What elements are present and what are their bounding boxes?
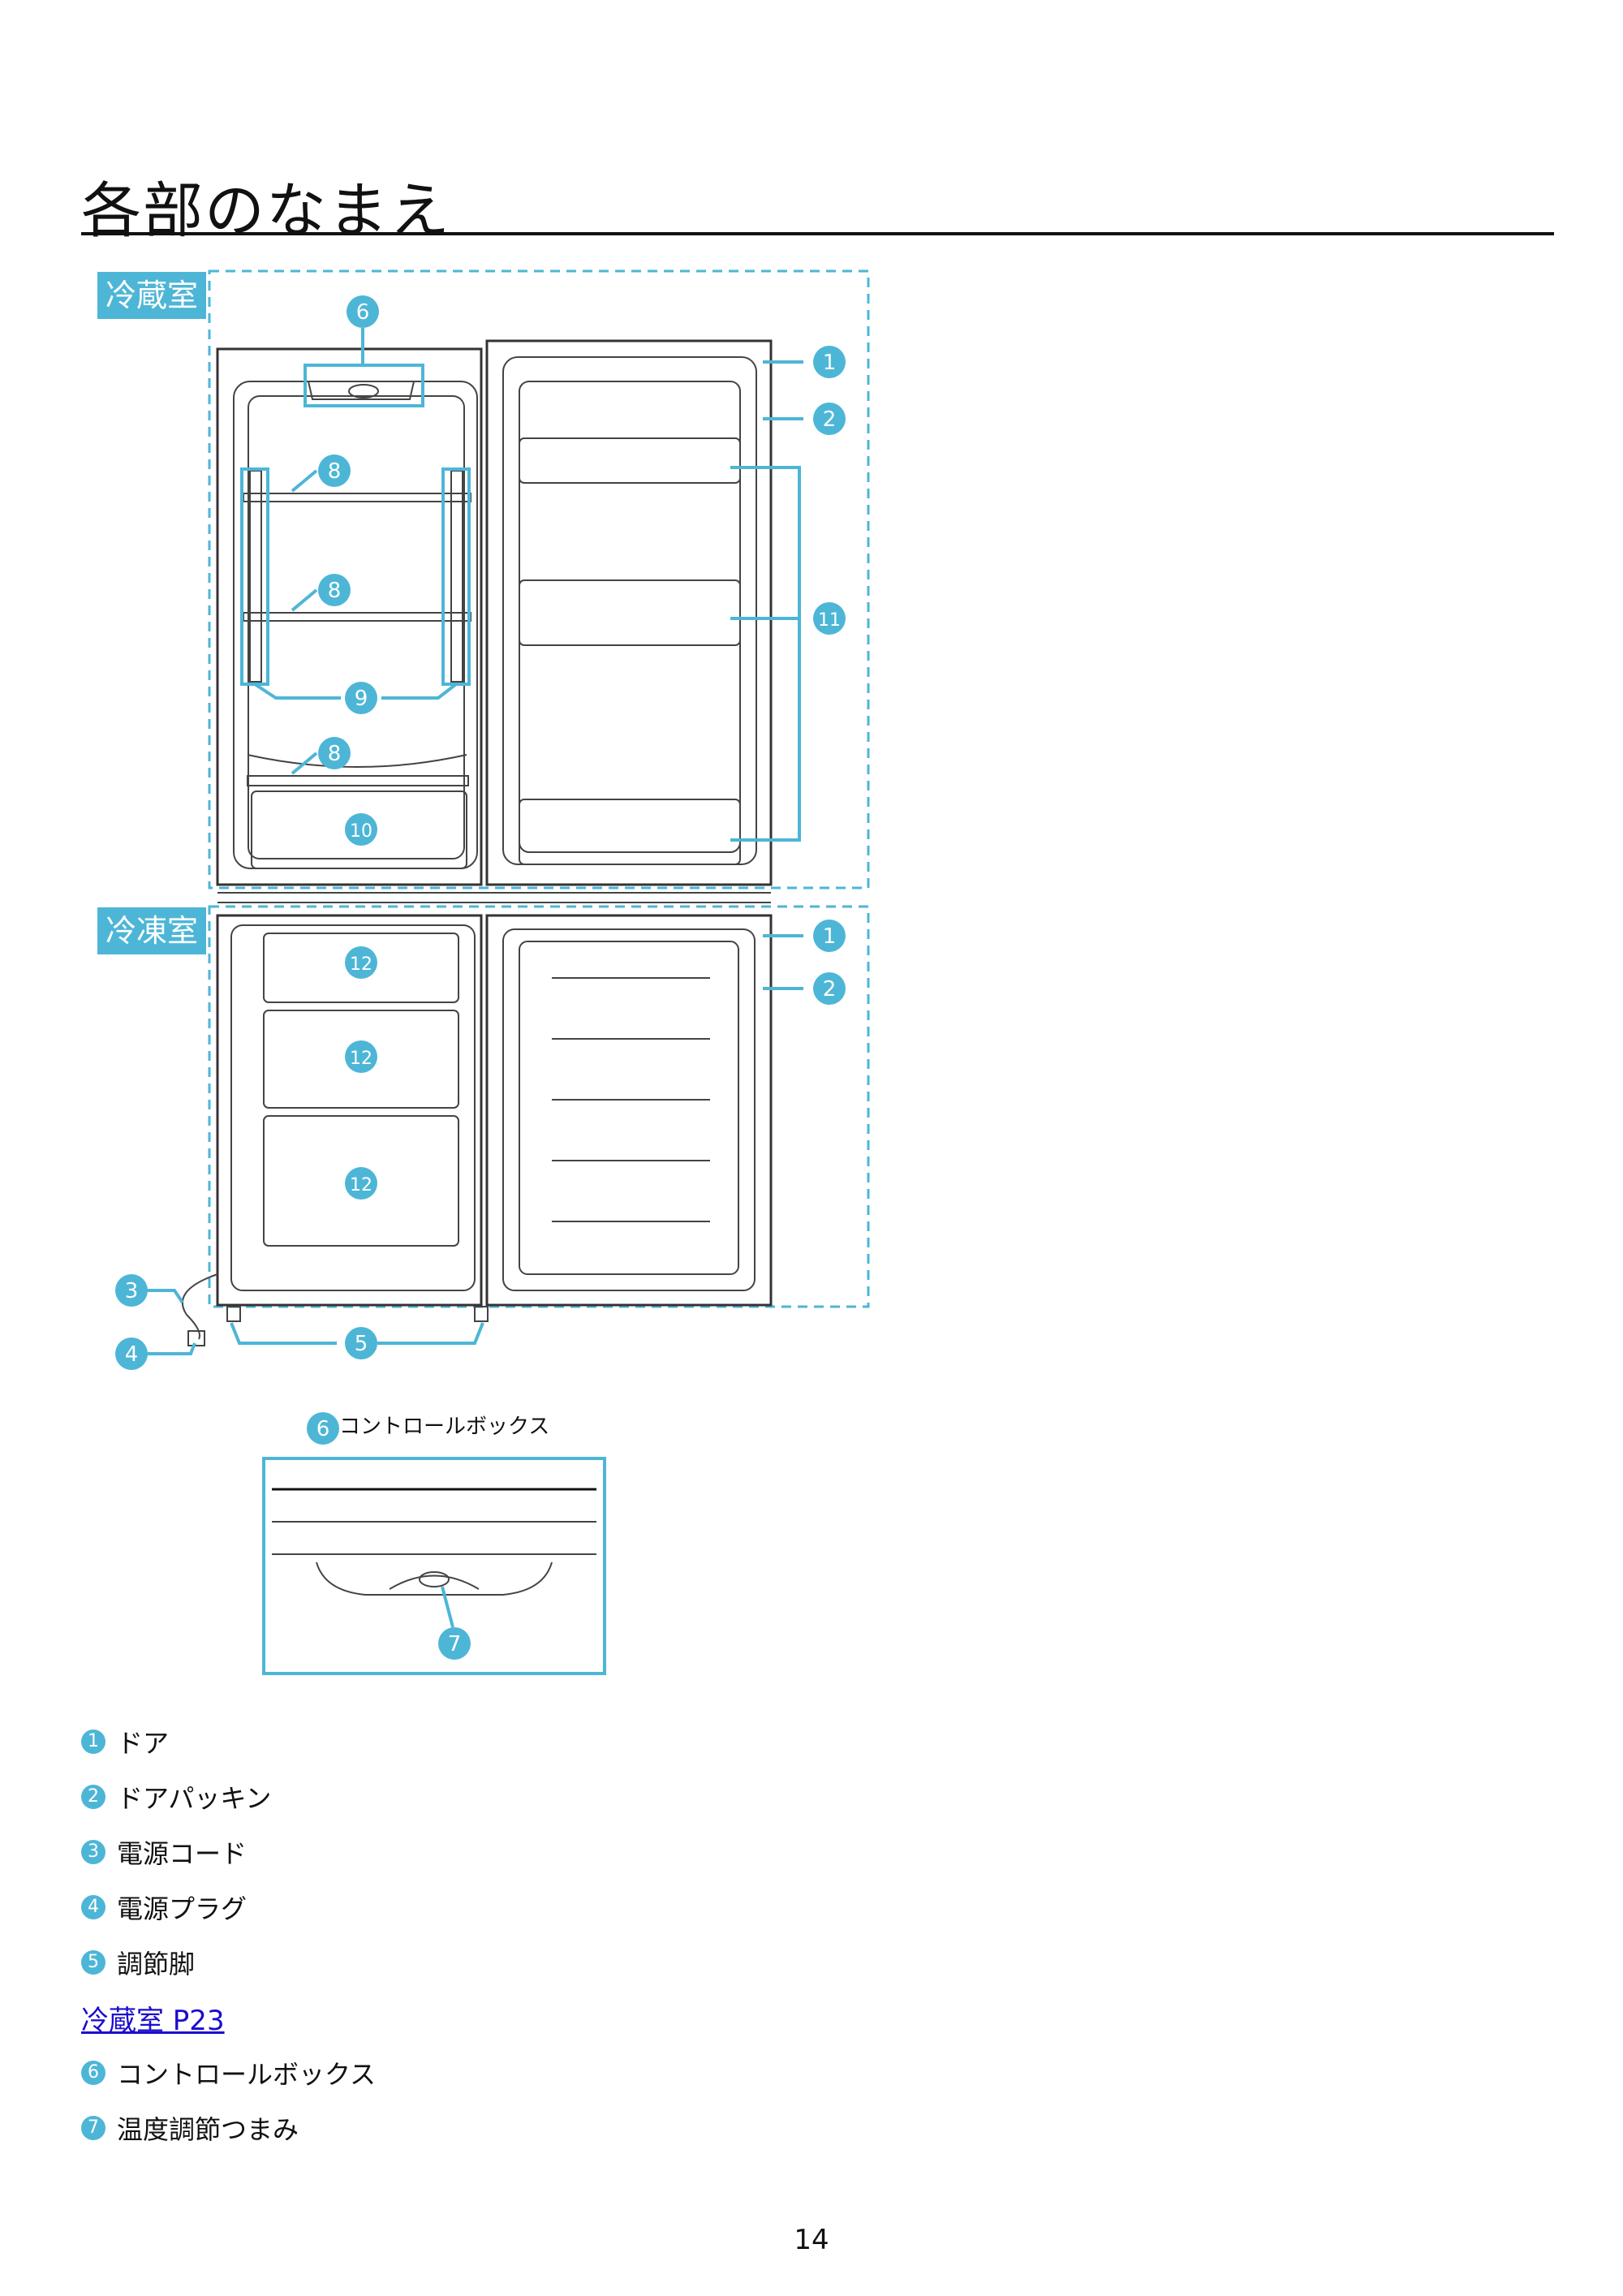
freezer-drawer bbox=[263, 1115, 459, 1247]
control-box-caption: コントロールボックス bbox=[339, 1415, 550, 1439]
control-box-detail: 6 7 bbox=[262, 1412, 606, 1675]
legend-label: ドアパッキン bbox=[117, 1783, 272, 1814]
legend-label: 温度調節つまみ bbox=[117, 2114, 299, 2145]
page-number: 14 bbox=[794, 2224, 829, 2256]
callout-12: 12 bbox=[345, 946, 377, 979]
legend-number: 5 bbox=[81, 1950, 105, 1975]
legend-label: コントロールボックス bbox=[117, 2059, 377, 2090]
svg-text:2: 2 bbox=[823, 977, 837, 1002]
freezer-section-label: 冷凍室 bbox=[97, 907, 207, 954]
svg-text:2: 2 bbox=[823, 407, 837, 432]
door-pocket bbox=[519, 437, 741, 484]
legend-number: 7 bbox=[81, 2116, 105, 2140]
callout-11: 11 bbox=[813, 602, 846, 635]
legend-item: 2 ドアパッキン bbox=[81, 1769, 376, 1824]
svg-text:12: 12 bbox=[350, 1175, 372, 1195]
legend-label: 電源コード bbox=[117, 1838, 248, 1869]
svg-text:6: 6 bbox=[316, 1417, 330, 1441]
fridge-door bbox=[485, 339, 773, 886]
svg-text:6: 6 bbox=[356, 300, 370, 325]
legend-item: 4 電源プラグ bbox=[81, 1880, 376, 1935]
svg-text:11: 11 bbox=[818, 610, 841, 631]
freezer-door bbox=[485, 914, 773, 1307]
freezer-frame bbox=[208, 905, 870, 1308]
legend-item: 6 コントロールボックス bbox=[81, 2045, 376, 2100]
fridge-page-link[interactable]: 冷蔵室 P23 bbox=[81, 2004, 225, 2037]
shelf bbox=[243, 612, 471, 622]
callout-12: 12 bbox=[345, 1167, 377, 1200]
callout-5: 5 bbox=[345, 1327, 377, 1359]
callout-8: 8 bbox=[318, 737, 351, 769]
callout-8: 8 bbox=[318, 454, 351, 487]
callout-7: 7 bbox=[438, 1627, 471, 1660]
legend-item: 7 温度調節つまみ bbox=[81, 2100, 376, 2156]
callout-2: 2 bbox=[813, 403, 846, 435]
power-cord bbox=[182, 1273, 218, 1340]
svg-text:8: 8 bbox=[328, 742, 342, 766]
shelf bbox=[243, 493, 471, 502]
callout-4: 4 bbox=[115, 1338, 148, 1370]
power-plug bbox=[187, 1330, 205, 1346]
legend-number: 4 bbox=[81, 1895, 105, 1919]
legend-item: 1 ドア bbox=[81, 1714, 376, 1769]
legend-number: 3 bbox=[81, 1840, 105, 1864]
legend-item: 冷蔵室 P23 bbox=[81, 1990, 376, 2045]
callout-12: 12 bbox=[345, 1040, 377, 1073]
legend-item: 3 電源コード bbox=[81, 1824, 376, 1880]
svg-text:12: 12 bbox=[350, 954, 372, 975]
callout-8: 8 bbox=[318, 574, 351, 606]
door-pocket bbox=[519, 579, 741, 646]
freezer-drawer bbox=[263, 933, 459, 1003]
svg-text:8: 8 bbox=[328, 459, 342, 484]
legend-number: 6 bbox=[81, 2061, 105, 2085]
svg-text:4: 4 bbox=[125, 1342, 139, 1367]
refrigerator-diagram: .ln { fill: none; stroke: #333; stroke-w… bbox=[115, 269, 870, 1675]
crisper bbox=[251, 790, 467, 869]
svg-text:5: 5 bbox=[355, 1332, 368, 1356]
svg-text:12: 12 bbox=[350, 1049, 372, 1069]
parts-legend: 1 ドア 2 ドアパッキン 3 電源コード 4 電源プラグ 5 調節脚 冷蔵室 … bbox=[81, 1714, 376, 2156]
svg-text:1: 1 bbox=[823, 351, 837, 375]
callout-2: 2 bbox=[813, 972, 846, 1005]
legend-label: 調節脚 bbox=[117, 1949, 196, 1979]
shelf bbox=[247, 775, 469, 786]
svg-text:8: 8 bbox=[328, 579, 342, 603]
fridge-section-label: 冷蔵室 bbox=[97, 272, 207, 319]
freezer-cabinet bbox=[216, 914, 483, 1307]
svg-text:7: 7 bbox=[448, 1632, 462, 1656]
fridge-cabinet bbox=[216, 347, 483, 886]
detail-number-circle: 6 bbox=[307, 1412, 339, 1445]
svg-text:3: 3 bbox=[125, 1279, 139, 1303]
title-rule bbox=[81, 232, 1554, 235]
legend-number: 2 bbox=[81, 1785, 105, 1809]
callout-10: 10 bbox=[345, 813, 377, 846]
callout-3: 3 bbox=[115, 1274, 148, 1307]
callout-6: 6 bbox=[347, 295, 379, 328]
callout-1: 1 bbox=[813, 346, 846, 378]
door-pocket bbox=[519, 799, 741, 865]
callout-1: 1 bbox=[813, 920, 846, 952]
svg-text:9: 9 bbox=[355, 687, 368, 711]
legend-label: 電源プラグ bbox=[117, 1893, 248, 1924]
legend-number: 1 bbox=[81, 1730, 105, 1754]
adjustable-foot bbox=[226, 1306, 241, 1322]
freezer-drawer bbox=[263, 1010, 459, 1109]
legend-label: ドア bbox=[117, 1728, 170, 1759]
svg-text:1: 1 bbox=[823, 924, 837, 949]
svg-text:10: 10 bbox=[350, 821, 372, 842]
fridge-frame bbox=[208, 269, 870, 890]
adjustable-foot bbox=[474, 1306, 489, 1322]
callout-9: 9 bbox=[345, 682, 377, 714]
legend-item: 5 調節脚 bbox=[81, 1935, 376, 1990]
